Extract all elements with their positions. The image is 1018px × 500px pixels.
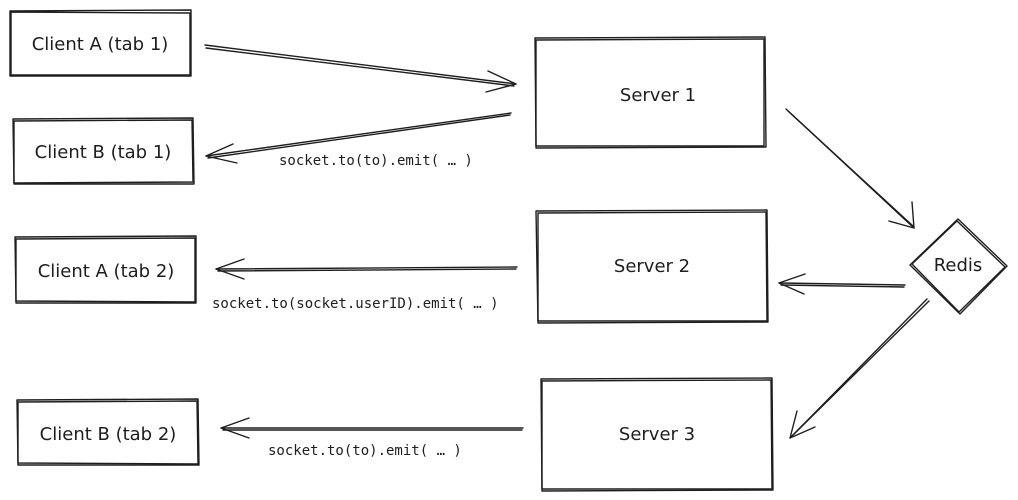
arrow-server-1-to-client-b-tab1 bbox=[205, 112, 512, 164]
node-server-1: Server 1 bbox=[534, 36, 767, 149]
node-client-a-tab1: Client A (tab 1) bbox=[9, 9, 192, 77]
node-redis-label: Redis bbox=[934, 255, 983, 276]
node-client-a-tab1-label: Client A (tab 1) bbox=[32, 34, 169, 55]
node-server-2: Server 2 bbox=[535, 209, 769, 324]
arrow-client-a-tab1-to-server-1 bbox=[204, 44, 517, 93]
node-client-a-tab2: Client A (tab 2) bbox=[14, 235, 197, 304]
node-client-b-tab1-label: Client B (tab 1) bbox=[35, 142, 172, 163]
node-client-b-tab2: Client B (tab 2) bbox=[16, 398, 200, 466]
arrow-redis-to-server-3 bbox=[789, 298, 930, 439]
arrow-server-2-to-client-a-tab2 bbox=[215, 258, 518, 280]
edge-label-server-2-to-client-a: socket.to(socket.userID).emit( … ) bbox=[212, 296, 499, 312]
node-client-b-tab2-label: Client B (tab 2) bbox=[40, 424, 177, 445]
arrow-server-3-to-client-b-tab2 bbox=[220, 417, 524, 439]
arrow-server-1-to-redis bbox=[785, 108, 915, 229]
node-server-3-label: Server 3 bbox=[619, 424, 695, 445]
node-server-2-label: Server 2 bbox=[614, 256, 690, 277]
edge-label-server-3-to-client-b: socket.to(to).emit( … ) bbox=[268, 443, 462, 459]
arrow-redis-to-server-2 bbox=[778, 273, 906, 295]
node-server-1-label: Server 1 bbox=[620, 85, 696, 106]
node-client-b-tab1: Client B (tab 1) bbox=[12, 117, 195, 185]
node-client-a-tab2-label: Client A (tab 2) bbox=[38, 261, 175, 282]
edge-label-server-1-to-client-b: socket.to(to).emit( … ) bbox=[279, 153, 473, 169]
node-redis: Redis bbox=[909, 218, 1008, 315]
node-server-3: Server 3 bbox=[540, 377, 774, 492]
